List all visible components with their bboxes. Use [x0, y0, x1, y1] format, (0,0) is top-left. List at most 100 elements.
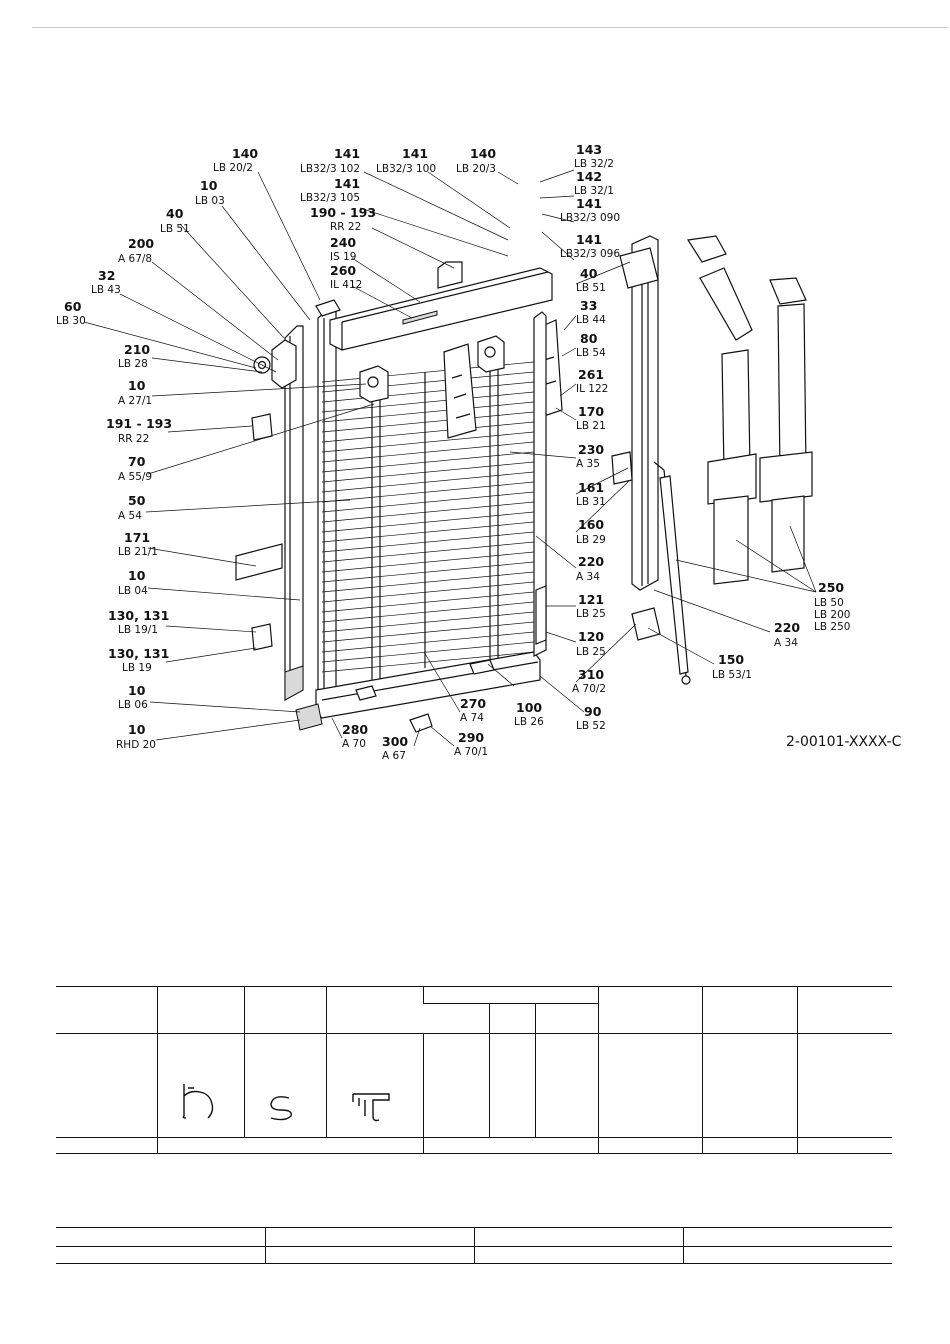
- table-cell: [264, 1246, 474, 1264]
- callout-num: 171: [124, 530, 150, 545]
- callout-code: A 70/2: [572, 683, 606, 695]
- callout-code: LB32/3 096: [560, 248, 620, 260]
- callout-code: A 35: [576, 458, 600, 470]
- callout-num: 10: [128, 722, 146, 737]
- callout-code: LB 31: [576, 496, 606, 508]
- callout-num: 143: [576, 142, 602, 157]
- callout-code: LB 28: [118, 358, 148, 370]
- callout-code: LB 250: [814, 621, 850, 633]
- callout-num: 250: [818, 580, 844, 595]
- callout-num: 40: [166, 206, 184, 221]
- table-cell: [56, 1227, 265, 1247]
- callout-num: 190 - 193: [310, 205, 376, 220]
- callout-num: 40: [580, 266, 598, 281]
- table-cell: [156, 1033, 245, 1138]
- callout-code: A 67: [382, 750, 406, 762]
- callout-num: 240: [330, 235, 356, 250]
- callout-code: LB 19: [122, 662, 152, 674]
- table-cell: [325, 986, 424, 1034]
- callout-code: RR 22: [330, 221, 361, 233]
- callout-code: LB32/3 105: [300, 192, 360, 204]
- table-cell: [702, 1137, 798, 1154]
- callout-code: RHD 20: [116, 739, 156, 751]
- callout-num: 142: [576, 169, 602, 184]
- table-cell: [598, 1033, 703, 1138]
- callout-num: 141: [576, 196, 602, 211]
- callout-num: 141: [402, 146, 428, 161]
- callout-num: 10: [128, 683, 146, 698]
- callout-num: 33: [580, 298, 597, 313]
- callout-num: 120: [578, 629, 604, 644]
- table-cell: [535, 1033, 599, 1138]
- callout-code: LB 21/1: [118, 546, 158, 558]
- callout-code: LB 03: [195, 195, 225, 207]
- callout-labels: 140 LB 20/2 10 LB 03 40 LB 51 200 A 67/8…: [56, 142, 902, 762]
- callout-num: 161: [578, 480, 604, 495]
- callout-code: LB 25: [576, 646, 606, 658]
- table-cell: [598, 1137, 703, 1154]
- callout-num: 10: [200, 178, 218, 193]
- callout-num: 261: [578, 367, 604, 382]
- callout-code: A 67/8: [118, 253, 152, 265]
- table-cell: [422, 1137, 599, 1154]
- table-cell: [682, 1246, 892, 1264]
- callout-code: A 70: [342, 738, 366, 750]
- table-cell: [702, 986, 798, 1034]
- callout-code: LB 53/1: [712, 669, 752, 681]
- callout-code: A 74: [460, 712, 484, 724]
- callout-code: A 54: [118, 510, 142, 522]
- callout-code: RR 22: [118, 433, 149, 445]
- table-cell: [243, 986, 327, 1034]
- callout-code: LB32/3 100: [376, 163, 436, 175]
- callout-num: 170: [578, 404, 604, 419]
- callout-code: LB 44: [576, 314, 606, 326]
- table-cell: [682, 1227, 892, 1247]
- table-cell: [423, 1003, 490, 1034]
- callout-num: 90: [584, 704, 602, 719]
- table-cell: [473, 1246, 683, 1264]
- callout-code: IS 19: [330, 251, 356, 263]
- callout-code: LB 51: [576, 282, 606, 294]
- profile-t-icon: [352, 1093, 390, 1122]
- callout-code: A 34: [774, 637, 798, 649]
- callout-num: 32: [98, 268, 115, 283]
- callout-num: 130, 131: [108, 608, 169, 623]
- callout-num: 310: [578, 667, 604, 682]
- table-cell: [702, 1033, 798, 1138]
- callout-code: LB 26: [514, 716, 544, 728]
- table-cell: [796, 986, 892, 1034]
- callout-num: 260: [330, 263, 356, 278]
- callout-code: LB 19/1: [118, 624, 158, 636]
- callout-code: LB 06: [118, 699, 148, 711]
- table-cell: [488, 1033, 536, 1138]
- callout-code: A 70/1: [454, 746, 488, 758]
- callout-num: 230: [578, 442, 604, 457]
- callout-code: A 27/1: [118, 395, 152, 407]
- callout-num: 280: [342, 722, 368, 737]
- callout-num: 141: [576, 232, 602, 247]
- callout-code: LB 25: [576, 608, 606, 620]
- callout-code: LB 21: [576, 420, 606, 432]
- profile-table: [56, 986, 892, 1154]
- table-cell: [325, 1033, 424, 1138]
- callout-code: IL 412: [330, 279, 362, 291]
- callout-num: 150: [718, 652, 744, 667]
- top-rule: [32, 27, 948, 28]
- callout-code: LB 20/2: [213, 162, 253, 174]
- callout-num: 300: [382, 734, 408, 749]
- document-id: 2-00101-XXXX-C: [786, 734, 902, 750]
- profile-s-icon: [270, 1096, 292, 1121]
- table-cell: [535, 1003, 599, 1034]
- callout-num: 60: [64, 299, 82, 314]
- callout-code: LB 04: [118, 585, 148, 597]
- callout-code: LB 30: [56, 315, 86, 327]
- table-cell: [56, 986, 158, 1034]
- table-cell: [156, 986, 245, 1034]
- callout-code: LB 32/2: [574, 158, 614, 170]
- leader-lines: [83, 169, 817, 747]
- callout-num: 200: [128, 236, 154, 251]
- callout-num: 140: [470, 146, 496, 161]
- callout-num: 191 - 193: [106, 416, 172, 431]
- callout-num: 130, 131: [108, 646, 169, 661]
- callout-num: 141: [334, 176, 360, 191]
